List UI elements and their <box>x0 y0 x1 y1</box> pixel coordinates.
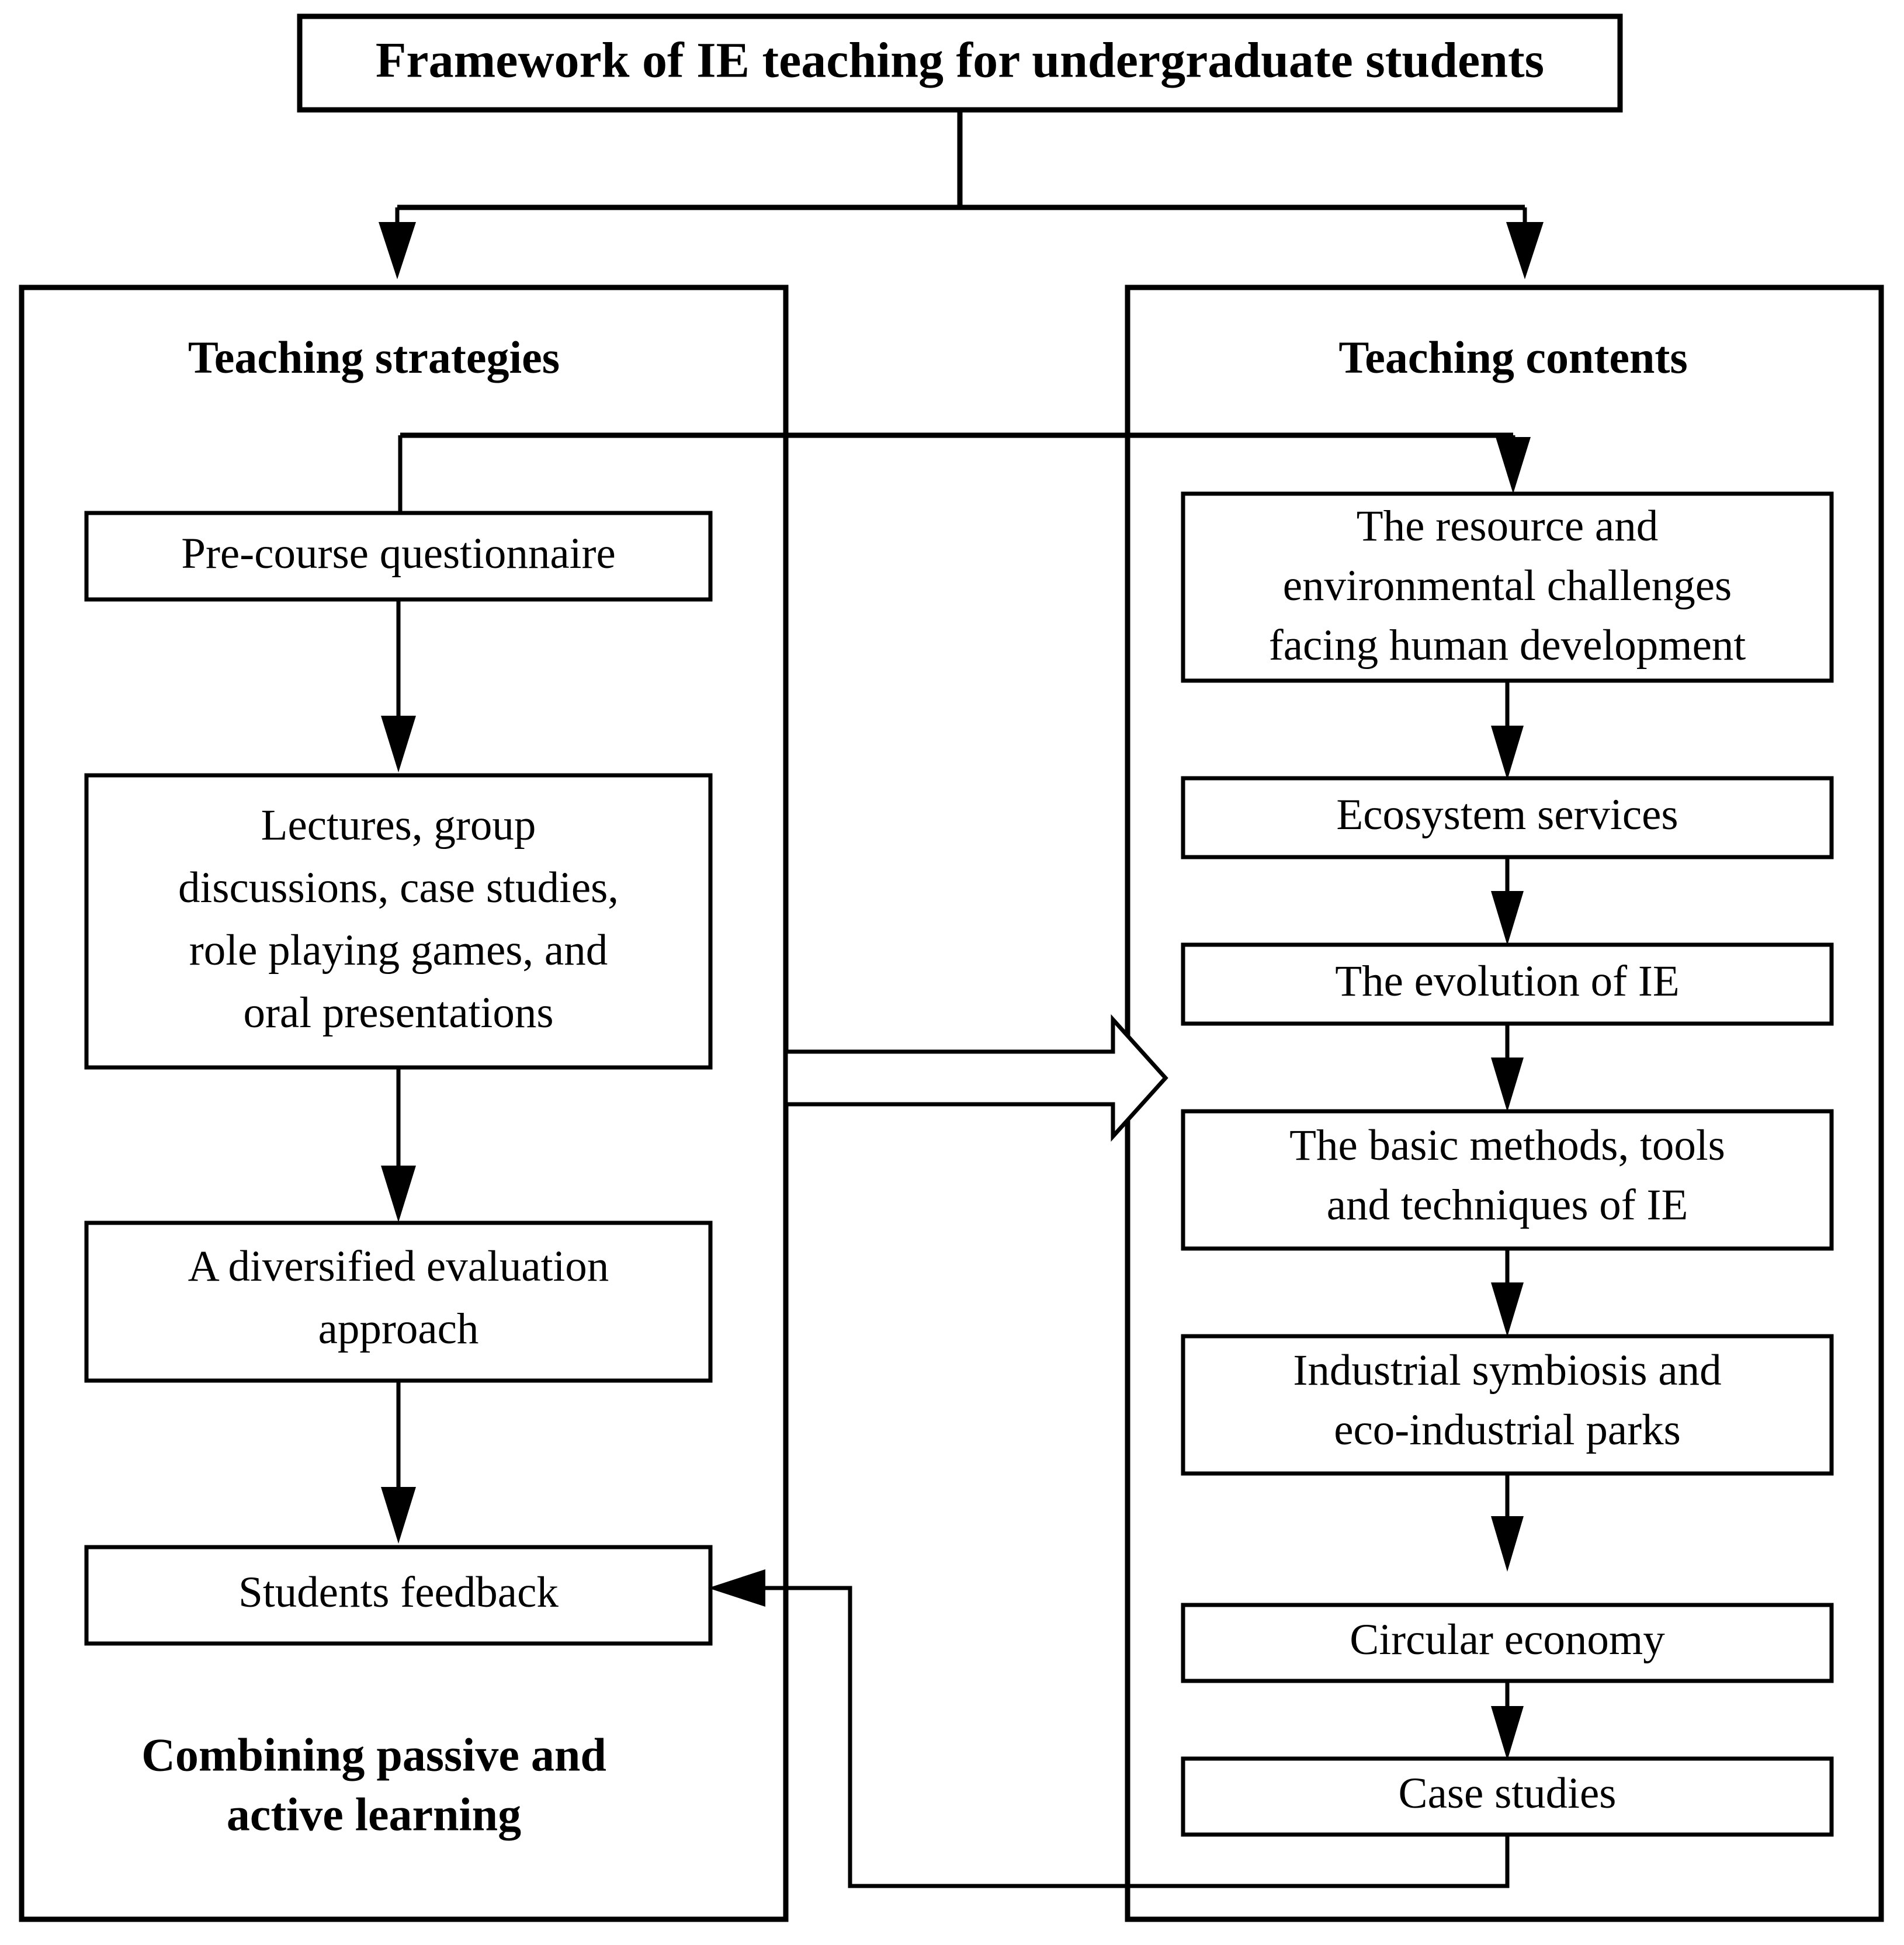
node-students-feedback[interactable] <box>84 1545 713 1646</box>
arrowhead-case-studies-to-feedback <box>708 1569 765 1607</box>
arrowhead-ecosystem-to-evolution <box>1491 891 1524 945</box>
node-label-diversified-evaluation-line1: A diversified evaluation <box>188 1242 609 1291</box>
node-label-evolution-of-ie: The evolution of IE <box>1335 957 1679 1006</box>
panel-heading-teaching-strategies: Teaching strategies <box>188 332 560 383</box>
node-circular-economy[interactable] <box>1181 1603 1834 1683</box>
node-label-lectures-methods-line1: Lectures, group <box>261 801 536 850</box>
node-label-lectures-methods-line3: role playing games, and <box>189 926 608 975</box>
node-label-resource-line2: environmental challenges <box>1283 561 1732 610</box>
arrowhead-symbiosis-to-circular <box>1491 1516 1524 1572</box>
node-label-case-studies: Case studies <box>1399 1769 1617 1818</box>
block-arrow-strategies-to-contents <box>783 1014 1168 1142</box>
node-label-basic-methods-line1: The basic methods, tools <box>1289 1121 1725 1170</box>
node-lectures-methods[interactable] <box>84 773 713 1070</box>
arrowhead-methods-to-symbiosis <box>1491 1282 1524 1337</box>
caption-combining-line1: Combining passive and <box>141 1729 606 1781</box>
arrowhead-title-to-contents <box>1506 222 1544 279</box>
node-label-industrial-symbiosis-line2: eco-industrial parks <box>1334 1406 1681 1454</box>
arrowhead-bus-to-resource-node <box>1496 437 1531 494</box>
diagram-title: Framework of IE teaching for undergradua… <box>376 32 1544 88</box>
node-evolution-of-ie[interactable] <box>1181 942 1834 1026</box>
arrowhead-lectures-to-evaluation <box>381 1166 416 1222</box>
node-label-ecosystem-services: Ecosystem services <box>1336 791 1678 839</box>
node-diversified-evaluation[interactable] <box>84 1221 713 1383</box>
node-label-resource-line3: facing human development <box>1269 621 1746 670</box>
node-label-pre-course-questionnaire: Pre-course questionnaire <box>181 529 615 578</box>
node-ecosystem-services[interactable] <box>1181 776 1834 859</box>
node-label-circular-economy: Circular economy <box>1350 1615 1665 1664</box>
node-label-diversified-evaluation-line2: approach <box>318 1305 479 1353</box>
node-label-students-feedback: Students feedback <box>238 1568 559 1617</box>
node-basic-methods-tools[interactable] <box>1181 1109 1834 1251</box>
caption-combining-line2: active learning <box>227 1789 521 1840</box>
arrowhead-questionnaire-to-lectures <box>381 716 416 772</box>
node-label-resource-line1: The resource and <box>1357 502 1658 550</box>
title-box <box>297 13 1623 113</box>
node-resource-environmental-challenges[interactable] <box>1181 491 1834 683</box>
node-case-studies[interactable] <box>1181 1756 1834 1837</box>
node-label-industrial-symbiosis-line1: Industrial symbiosis and <box>1293 1346 1721 1395</box>
arrowhead-title-to-strategies <box>379 222 416 279</box>
arrowhead-evolution-to-methods <box>1491 1058 1524 1112</box>
arrowhead-evaluation-to-feedback <box>381 1487 416 1544</box>
panel-heading-teaching-contents: Teaching contents <box>1338 332 1687 383</box>
arrowhead-resource-to-ecosystem <box>1491 726 1524 780</box>
node-label-lectures-methods-line2: discussions, case studies, <box>178 864 619 912</box>
node-label-basic-methods-line2: and techniques of IE <box>1327 1181 1688 1229</box>
node-industrial-symbiosis[interactable] <box>1181 1334 1834 1476</box>
node-label-lectures-methods-line4: oral presentations <box>243 989 553 1037</box>
connector-case-studies-to-feedback <box>733 1586 1510 1888</box>
arrowhead-circular-to-case-studies <box>1491 1706 1524 1760</box>
